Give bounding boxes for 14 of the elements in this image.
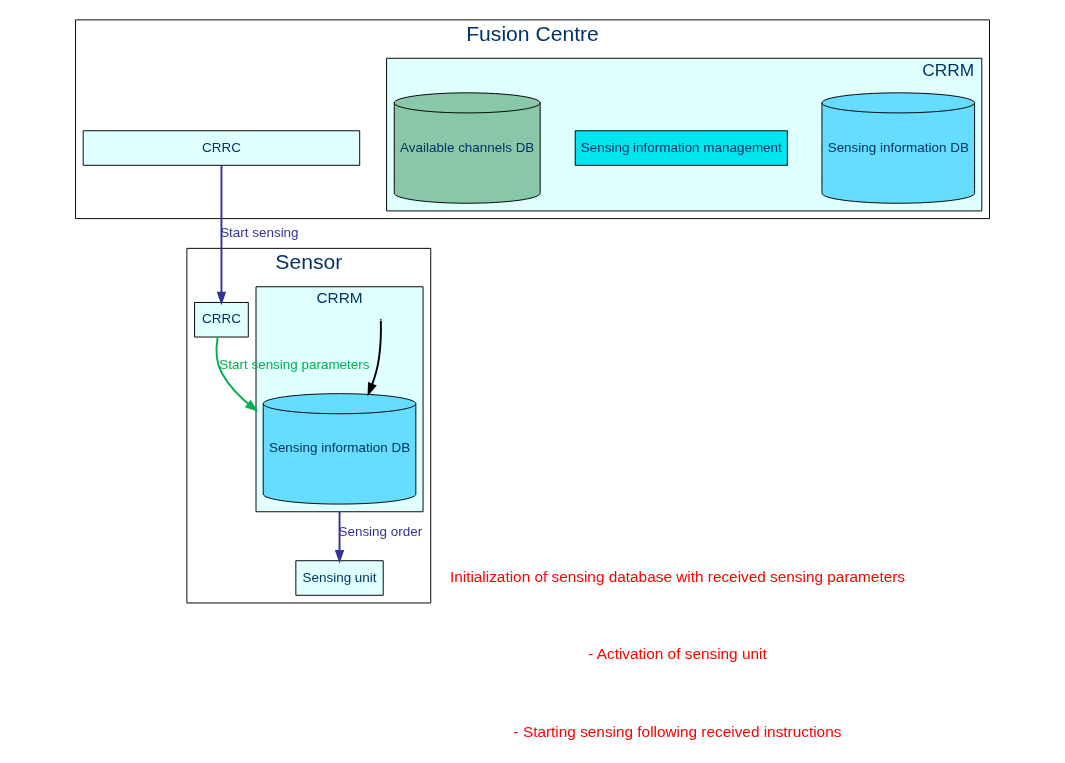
edge-label: Start sensing: [220, 225, 299, 241]
node-box: Sensing information management: [574, 130, 788, 166]
label: - Starting sensing following received instructions: [513, 723, 842, 741]
edge-label: Sensing order: [338, 523, 423, 539]
arrow: [215, 336, 259, 412]
node-box: Sensing unit: [295, 560, 384, 596]
edge-label: Start sensing parameters: [219, 356, 370, 372]
arrow: [367, 319, 382, 397]
label: Initialization of sensing database with received sensing parameters: [449, 567, 906, 585]
node-box: CRRC: [82, 130, 361, 166]
label: - Activation of sensing unit: [588, 645, 767, 663]
arrow: [334, 510, 345, 564]
arrow: [216, 164, 227, 306]
node-box: CRRC: [194, 302, 249, 338]
